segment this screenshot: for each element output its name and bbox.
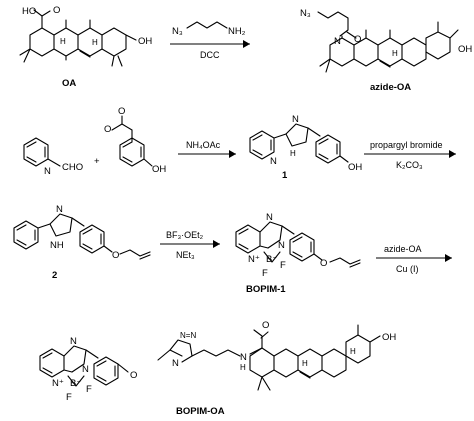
c2-ether-o-label: O — [112, 250, 119, 261]
reaction-arrowhead-3 — [449, 150, 456, 158]
aldehyde-cho-label: CHO — [62, 162, 83, 173]
structure-compound-1 — [250, 124, 348, 163]
c2-imidazole-nh-label: NH — [50, 240, 64, 251]
oa-h-label: H — [92, 38, 98, 47]
condition-dcc: DCC — [200, 50, 220, 60]
structure-hydroxyphenylglyoxal — [112, 116, 152, 166]
glyoxal-o2-label: O — [118, 106, 125, 117]
reagent-nh2-label: NH₂ — [228, 26, 246, 37]
compound-label-2: 2 — [52, 270, 57, 281]
oa-oh-label: OH — [138, 36, 152, 47]
bopim1-f2-label: F — [280, 260, 286, 271]
structure-compound-2 — [14, 214, 150, 259]
bopim-oa-imidazole-n-label: N — [70, 336, 77, 347]
oa-h-label-2: H — [60, 37, 66, 46]
c2-imidazole-n-label: N — [56, 204, 63, 215]
reaction-arrowhead-4 — [213, 240, 220, 248]
condition-cu-i: Cu (I) — [396, 264, 419, 274]
bopim1-n-label: N — [278, 240, 285, 251]
bopim-oa-f2-label: F — [86, 384, 92, 395]
c1-oh-label: OH — [348, 162, 362, 173]
oa-ho-label: HO — [22, 6, 36, 17]
azide-oa-h-label: H — [392, 49, 398, 58]
c1-pyridine-n-label: N — [270, 156, 277, 167]
reagent-n3-label: N₃ — [172, 26, 183, 37]
condition-azide-oa: azide-OA — [384, 244, 422, 254]
compound-label-azide-oa: azide-OA — [370, 82, 411, 93]
compound-label-oa: OA — [62, 78, 76, 89]
glyoxal-o1-label: O — [104, 124, 111, 135]
reagent-azidopropylamine — [187, 22, 227, 28]
condition-propargyl-bromide: propargyl bromide — [370, 140, 443, 150]
bopim1-bminus-label: B⁻ — [266, 254, 277, 265]
compound-label-1: 1 — [282, 170, 288, 181]
oa-carbonyl-o-label: O — [53, 5, 60, 16]
bopim-oa-amide-h-label: H — [240, 363, 246, 372]
bopim-oa-carbonyl-o-label: O — [262, 320, 269, 331]
bopim-oa-bminus-label: B⁻ — [70, 378, 81, 389]
structure-oa — [20, 10, 136, 66]
reaction-arrowhead-2 — [229, 150, 236, 158]
bopim-oa-triazole-nn-label: N=N — [180, 331, 196, 340]
compound-label-bopim-oa: BOPIM-OA — [176, 406, 225, 417]
structure-bopim-oa — [40, 325, 380, 390]
bopim-oa-ether-o-label: O — [130, 370, 137, 381]
bopim-oa-h-label-2: H — [350, 347, 356, 356]
reaction-arrowhead-1 — [243, 40, 250, 48]
bopim-oa-oh-label: OH — [382, 332, 396, 343]
bopim1-imidazole-n-label: N — [266, 212, 273, 223]
c1-imidazole-nh-label: H — [290, 149, 296, 158]
azide-oa-oh-label: OH — [458, 44, 472, 55]
condition-net3: NEt₃ — [176, 250, 195, 260]
reaction-arrowhead-5 — [445, 254, 452, 262]
azide-oa-o-label: O — [354, 34, 361, 45]
plus-sign: + — [94, 156, 100, 167]
bopim-oa-n-label: N — [82, 364, 89, 375]
bopim-oa-amide-n-label: N — [240, 352, 247, 363]
c1-imidazole-n-label: N — [292, 114, 299, 125]
condition-nh4oac: NH₄OAc — [186, 140, 221, 150]
condition-k2co3: K₂CO₃ — [396, 160, 423, 170]
bopim-oa-h-label: H — [302, 359, 308, 368]
compound-label-bopim-1: BOPIM-1 — [246, 284, 286, 295]
glyoxal-oh-label: OH — [152, 164, 166, 175]
bopim-oa-triazole-n-label: N — [172, 358, 179, 369]
structure-pyridine-aldehyde — [24, 138, 60, 166]
bopim-oa-nplus-label: N⁺ — [52, 378, 64, 389]
condition-bf3: BF₃·OEt₂ — [166, 230, 204, 240]
aldehyde-n-label: N — [44, 166, 51, 177]
azide-oa-n-label: N — [334, 36, 341, 47]
bopim1-f1-label: F — [262, 268, 268, 279]
bopim1-nplus-label: N⁺ — [248, 254, 260, 265]
bopim-oa-f1-label: F — [66, 392, 72, 403]
azide-oa-n3-label: N₃ — [300, 8, 311, 19]
bopim1-ether-o-label: O — [320, 258, 327, 269]
